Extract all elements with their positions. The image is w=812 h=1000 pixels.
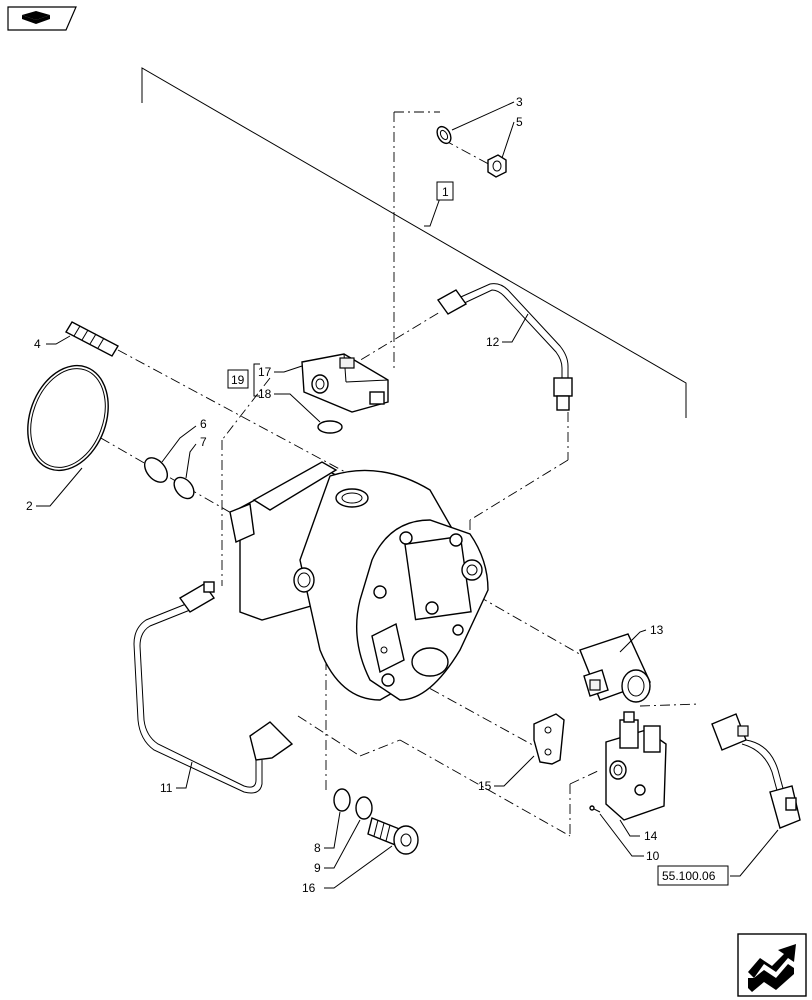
page-book-icon[interactable] — [7, 6, 77, 31]
next-page-arrow-icon[interactable] — [737, 933, 807, 997]
reference-label: 55.100.06 — [662, 869, 716, 883]
backup-ring-7 — [173, 476, 195, 500]
callout-7: 7 — [200, 435, 207, 449]
callout-11: 11 — [160, 781, 173, 795]
o-ring-6 — [143, 457, 169, 483]
callout-18: 18 — [258, 387, 272, 401]
bolt-16 — [367, 817, 419, 855]
callout-3: 3 — [516, 95, 523, 109]
callout-4: 4 — [34, 337, 41, 351]
pipe-12 — [436, 283, 573, 411]
callout-12: 12 — [486, 335, 500, 349]
o-ring-8 — [333, 788, 351, 812]
pin-10 — [589, 805, 601, 813]
callout-1-box — [436, 181, 454, 201]
callout-10: 10 — [646, 849, 660, 863]
o-ring-9 — [355, 796, 373, 820]
callout-16: 16 — [302, 881, 316, 895]
callout-19: 19 — [231, 373, 245, 387]
assembly-bracket — [141, 67, 687, 418]
callout-13: 13 — [650, 623, 664, 637]
callout-2: 2 — [26, 499, 33, 513]
callout-6: 6 — [200, 417, 207, 431]
group-bracket-19 — [253, 363, 260, 397]
leader-lines — [36, 101, 779, 889]
callout-1: 1 — [442, 185, 449, 199]
washer-3 — [436, 125, 452, 145]
solenoid-13 — [579, 633, 651, 703]
callout-labels: 3 5 1 4 2 6 7 19 17 18 12 11 13 15 8 9 1… — [26, 95, 729, 895]
control-valve-14 — [605, 711, 667, 821]
callout-9: 9 — [314, 861, 321, 875]
callout-15: 15 — [478, 779, 492, 793]
callout-17: 17 — [258, 365, 272, 379]
wire-harness — [711, 713, 801, 829]
nut-5 — [487, 154, 507, 178]
pipe-11 — [133, 581, 294, 794]
hydraulic-pump — [229, 461, 489, 701]
callout-19-box — [227, 369, 249, 389]
callout-14: 14 — [644, 829, 658, 843]
o-ring-2 — [27, 364, 109, 472]
callout-8: 8 — [314, 841, 321, 855]
o-ring-18 — [317, 420, 343, 434]
reference-box — [657, 865, 729, 886]
stud-4 — [65, 321, 119, 357]
valve-block-17 — [301, 353, 389, 413]
callout-5: 5 — [516, 115, 523, 129]
gasket-15 — [533, 713, 565, 765]
